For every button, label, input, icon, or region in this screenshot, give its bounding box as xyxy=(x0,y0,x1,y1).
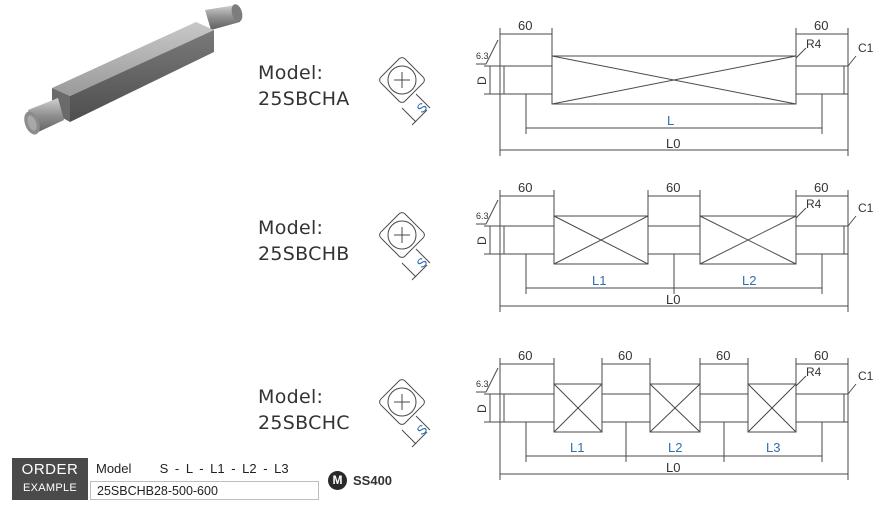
order-example-badge: ORDER EXAMPLE xyxy=(12,458,88,500)
dim-mid: 60 xyxy=(666,180,680,195)
drawing-25sbchb: 60 60 60 R4 C1 6.3 D L1 L2 L0 xyxy=(475,180,874,312)
dim-chamfer: C1 xyxy=(858,369,874,383)
dim-s-label: S xyxy=(414,99,431,116)
dim-end-left: 60 xyxy=(518,180,532,195)
dim-radius: R4 xyxy=(806,197,822,211)
dim-l3: L3 xyxy=(766,440,780,455)
dim-diameter: D xyxy=(475,404,489,413)
dim-s-label: S xyxy=(414,421,431,438)
dim-l2: L2 xyxy=(668,440,682,455)
order-format-row: Model S - L - L1 - L2 - L3 xyxy=(90,458,289,480)
dim-radius: R4 xyxy=(806,37,822,51)
shaft-product-image xyxy=(24,4,243,135)
material-icon: M xyxy=(328,470,347,490)
dim-chamfer: C1 xyxy=(858,41,874,55)
dim-l1: L1 xyxy=(570,440,584,455)
dim-chamfer: C1 xyxy=(858,201,874,215)
dim-overall: L0 xyxy=(666,292,680,307)
dim-diameter: D xyxy=(475,76,489,85)
dim-end-right: 60 xyxy=(814,348,828,363)
dim-roughness: 6.3 xyxy=(476,379,489,389)
cross-section-a: S xyxy=(379,57,431,126)
cross-section-b: S xyxy=(379,212,431,281)
model-label-a: Model: 25SBCHA xyxy=(258,60,350,112)
model-code: 25SBCHA xyxy=(258,88,350,110)
dim-l1: L1 xyxy=(592,273,606,288)
order-format: S - L - L1 - L2 - L3 xyxy=(159,461,289,476)
material-name: SS400 xyxy=(353,472,393,488)
dim-overall: L0 xyxy=(666,460,680,475)
model-code: 25SBCHC xyxy=(258,412,350,434)
dim-radius: R4 xyxy=(806,365,822,379)
model-prefix: Model: xyxy=(258,62,324,84)
dim-end-right: 60 xyxy=(814,180,828,195)
dim-diameter: D xyxy=(475,236,489,245)
order-subtitle: EXAMPLE xyxy=(22,482,78,494)
model-code: 25SBCHB xyxy=(258,243,350,265)
dim-end-right: 60 xyxy=(814,18,828,33)
dim-l2: L2 xyxy=(742,273,756,288)
dim-roughness: 6.3 xyxy=(476,211,489,221)
dim-end-left: 60 xyxy=(518,18,532,33)
order-title: ORDER xyxy=(21,461,79,478)
dim-mid-1: 60 xyxy=(618,348,632,363)
dim-s-label: S xyxy=(414,254,431,271)
model-label-c: Model: 25SBCHC xyxy=(258,384,350,436)
dim-end-left: 60 xyxy=(518,348,532,363)
dim-roughness: 6.3 xyxy=(476,51,489,61)
order-example-value: 25SBCHB28-500-600 xyxy=(90,481,319,500)
material: M SS400 xyxy=(328,470,392,490)
model-prefix: Model: xyxy=(258,386,324,408)
cross-section-c: S xyxy=(379,379,431,448)
drawing-25sbcha: 60 60 R4 C1 6.3 D L L0 xyxy=(475,18,874,156)
dim-length: L xyxy=(667,113,674,128)
model-label-b: Model: 25SBCHB xyxy=(258,215,350,267)
dim-overall: L0 xyxy=(666,136,680,151)
drawing-25sbchc: 60 60 60 60 R4 C1 6.3 D L1 L2 L3 L0 xyxy=(475,348,874,480)
order-model-label: Model xyxy=(96,461,132,476)
dim-mid-2: 60 xyxy=(716,348,730,363)
model-prefix: Model: xyxy=(258,217,324,239)
